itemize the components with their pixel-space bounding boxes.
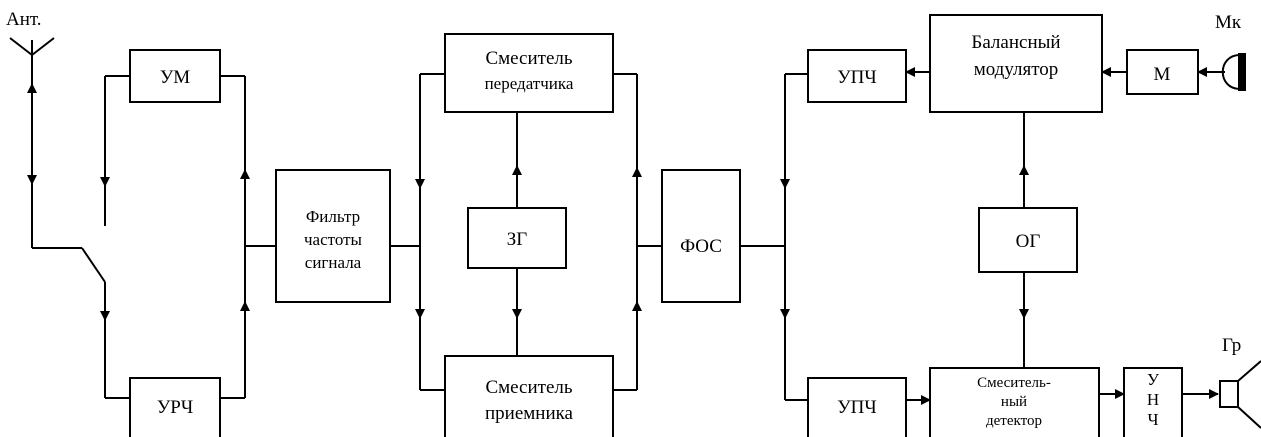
zg-block <box>467 207 567 269</box>
upch-bottom-label: УПЧ <box>837 397 877 418</box>
transmitter-mixer-block <box>444 33 614 113</box>
unch-label-line3: Ч <box>1147 410 1158 429</box>
microphone-icon <box>1221 53 1246 91</box>
zg-label: ЗГ <box>507 229 528 250</box>
urch-label: УРЧ <box>157 397 193 418</box>
connection-wires <box>9 37 1225 405</box>
fos-label: ФОС <box>680 236 722 257</box>
um-label: УМ <box>160 67 190 88</box>
m-label: М <box>1154 64 1171 85</box>
transmitter-mixer-label-line1: Смеситель <box>485 48 572 69</box>
mixer-detector-label-line1: Смеситель- <box>977 375 1051 391</box>
upch-top-label: УПЧ <box>837 67 877 88</box>
mixer-detector-label-line3: детектор <box>986 413 1042 429</box>
upch-bottom-block <box>807 377 907 437</box>
mixer-detector-block <box>929 367 1100 437</box>
receiver-mixer-label-line2: приемника <box>485 403 574 424</box>
antenna-label: Ант. <box>6 9 42 30</box>
receiver-mixer-block <box>444 355 614 437</box>
balanced-modulator-label-line1: Балансный <box>971 32 1060 53</box>
unch-label-line1: У <box>1147 370 1160 389</box>
speaker-label: Гр <box>1222 335 1241 356</box>
fos-block <box>661 169 741 303</box>
unch-block <box>1123 367 1183 437</box>
mixer-detector-label-line2: ный <box>1001 394 1027 410</box>
balanced-modulator-label-line2: модулятор <box>974 59 1059 80</box>
balanced-modulator-block <box>929 14 1103 113</box>
um-block <box>129 49 221 103</box>
unch-label-line2: Н <box>1147 390 1159 409</box>
filter-label-line1: Фильтр <box>306 207 360 226</box>
og-block <box>978 207 1078 273</box>
filter-label-line2: частоты <box>304 230 363 249</box>
speaker-icon <box>1219 360 1261 429</box>
receiver-mixer-label-line1: Смеситель <box>485 377 572 398</box>
filter-label-line3: сигнала <box>305 253 362 272</box>
og-label: ОГ <box>1016 231 1041 252</box>
upch-top-block <box>807 49 907 103</box>
transmitter-mixer-label-line2: передатчика <box>485 74 574 93</box>
m-block <box>1126 49 1199 95</box>
microphone-label: Мк <box>1215 12 1242 33</box>
urch-block <box>129 377 221 437</box>
antenna-icon <box>9 37 55 56</box>
signal-filter-block <box>275 169 391 303</box>
